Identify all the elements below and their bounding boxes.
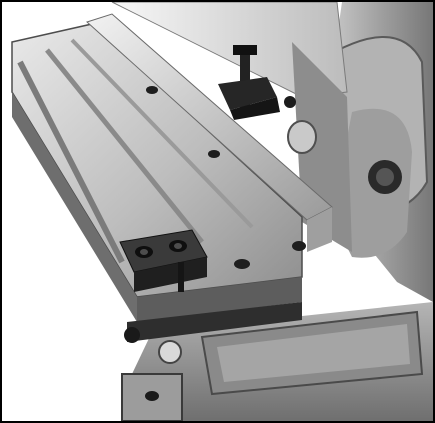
guide-rail [86,13,333,269]
stop-block [119,229,208,292]
clamp-bolt [218,45,317,154]
base-casting [121,302,433,421]
bed-table [11,23,303,322]
lower-shaft [124,262,302,364]
